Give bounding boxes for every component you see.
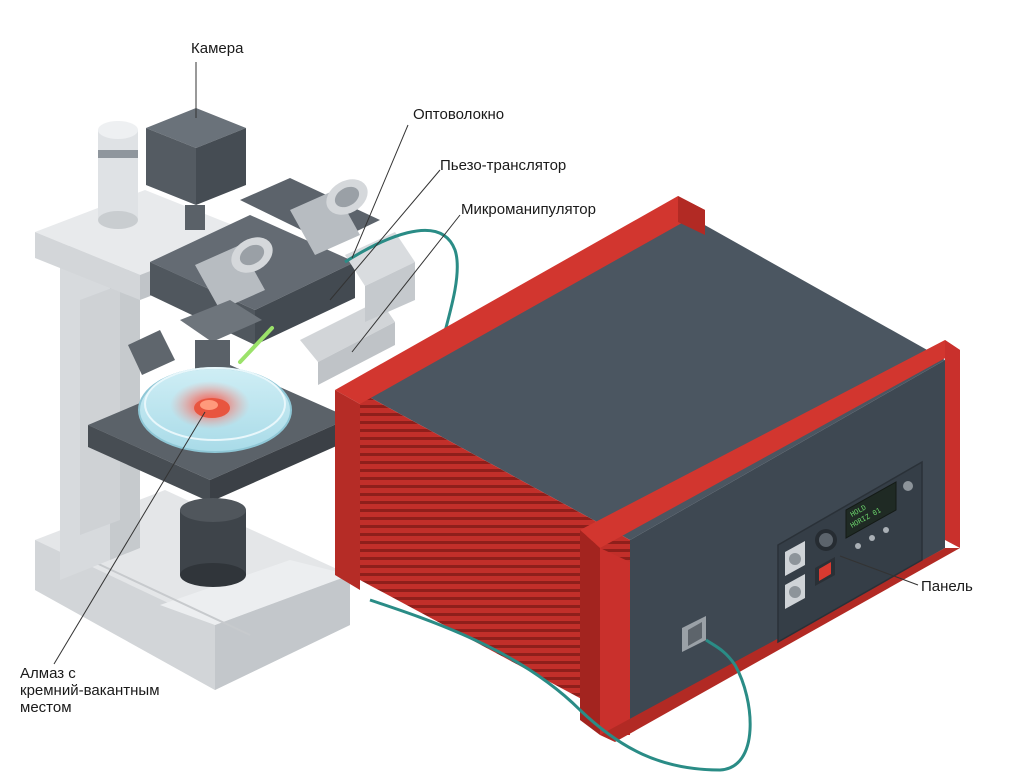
microscope-column [60,228,140,580]
diamond-sample [170,381,250,429]
connector-socket-1 [785,541,805,576]
leader-fiber [351,124,409,259]
cable-connector [682,616,706,652]
microscope [35,108,415,690]
camera-body [146,108,246,230]
leader-lines [53,62,919,665]
label-camera: Камера [191,40,244,57]
lcd-display: HOLD HORIZ 01 [845,481,897,539]
label-piezo: Пьезо-транслятор [440,157,567,174]
controller-unit: HOLD HORIZ 01 [335,196,960,742]
power-indicator [903,481,913,491]
laser-beam [238,326,274,364]
label-micromanipulator: Микроманипулятор [461,201,596,218]
panel-button-1[interactable] [855,543,861,549]
label-fiber: Оптоволокно [413,106,505,123]
control-panel: HOLD HORIZ 01 [777,460,923,644]
label-panel: Панель [921,578,973,595]
leader-micromanipulator [351,214,461,353]
lower-objective [180,498,246,587]
leader-diamond [53,411,206,665]
power-switch[interactable] [815,557,835,586]
leader-panel [839,555,919,586]
label-diamond: Алмаз с кремний-вакантным местом [20,665,160,716]
data-cable [369,598,752,772]
control-knob[interactable] [815,529,837,551]
panel-button-2[interactable] [869,535,875,541]
lamp-housing [98,121,138,229]
panel-button-3[interactable] [883,527,889,533]
eyepiece-left [195,237,273,310]
connector-socket-2 [785,574,805,609]
micromanipulator [300,232,415,385]
leader-piezo [329,169,441,301]
eyepiece-right [290,179,368,255]
